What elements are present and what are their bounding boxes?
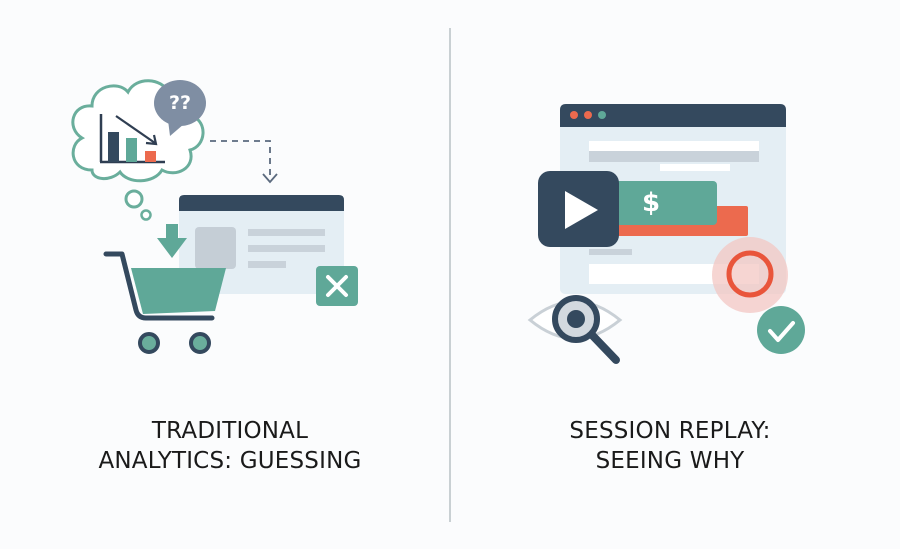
right-caption-line1: SESSION REPLAY: (569, 418, 771, 444)
eye-magnifier-icon (527, 295, 623, 364)
left-caption-line1: TRADITIONAL (151, 418, 309, 444)
checkmark-icon (757, 306, 805, 354)
right-caption: SESSION REPLAY: SEEING WHY (530, 416, 810, 476)
dashed-arrow-icon (210, 140, 278, 184)
shopping-cart-icon (103, 251, 226, 354)
price-button-icon (598, 181, 748, 236)
traditional-analytics-illustration (71, 79, 358, 354)
browser-window-icon (560, 104, 786, 294)
panel-divider (449, 28, 451, 522)
right-caption-line2: SEEING WHY (595, 448, 745, 474)
play-button-icon (538, 171, 619, 247)
down-arrow-icon (157, 224, 187, 258)
speech-bubble-text: ?? (168, 92, 192, 114)
declining-bar-chart-icon (99, 114, 165, 164)
click-target-icon (712, 237, 788, 313)
close-x-icon (316, 266, 358, 306)
left-caption-line2: ANALYTICS: GUESSING (98, 448, 362, 474)
price-symbol: $ (641, 188, 661, 218)
left-caption: TRADITIONAL ANALYTICS: GUESSING (80, 416, 380, 476)
question-speech-bubble-icon (154, 80, 206, 136)
